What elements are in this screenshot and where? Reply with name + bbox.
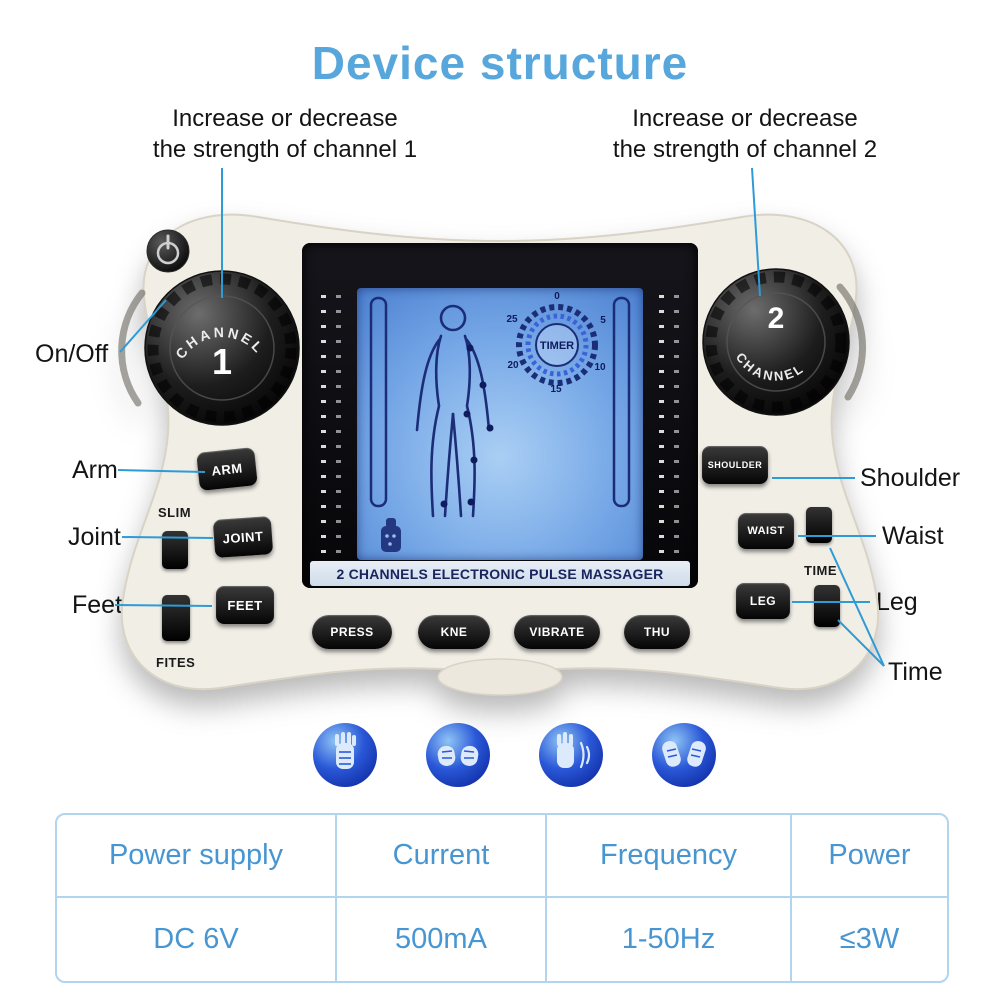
- waist-button[interactable]: WAIST: [738, 513, 794, 549]
- timer-dial: TIMER 0 5 10 15 20 25: [506, 291, 606, 395]
- fites-button[interactable]: [162, 595, 190, 641]
- massager-icon: [381, 518, 401, 552]
- screen-panel: TIMER 0 5 10 15 20 25: [302, 243, 698, 588]
- channel1-knob[interactable]: CHANNEL 1: [142, 268, 302, 428]
- label-waist: Waist: [882, 522, 944, 550]
- slim-label: SLIM: [158, 505, 192, 520]
- fist-massage-icon: [426, 723, 490, 787]
- spec-header-current: Current: [337, 815, 547, 898]
- annotation-channel2: Increase or decrease the strength of cha…: [590, 103, 900, 165]
- svg-text:15: 15: [550, 384, 562, 395]
- joint-button[interactable]: JOINT: [212, 516, 274, 558]
- svg-text:0: 0: [554, 291, 560, 302]
- left-intensity-scale: [314, 295, 348, 553]
- channel1-knob-number: 1: [212, 341, 232, 382]
- vibrate-button[interactable]: VIBRATE: [514, 615, 600, 649]
- spec-value-current: 500mA: [337, 898, 547, 981]
- time-down-button[interactable]: [814, 585, 840, 627]
- spec-value-power: ≤3W: [839, 923, 900, 955]
- label-on-off: On/Off: [35, 340, 109, 368]
- annotation-channel2-line1: Increase or decrease: [632, 105, 858, 132]
- time-up-button[interactable]: [806, 507, 832, 543]
- time-label: TIME: [804, 563, 838, 578]
- timer-label: TIMER: [540, 340, 574, 352]
- fites-label: FITES: [156, 655, 196, 670]
- feet-button[interactable]: FEET: [216, 586, 274, 624]
- knead-massage-icon: [652, 723, 716, 787]
- channel1-level-bar: [369, 296, 388, 508]
- thu-button[interactable]: THU: [624, 615, 690, 649]
- annotation-channel1-line2: the strength of channel 1: [152, 136, 418, 164]
- shoulder-button[interactable]: SHOULDER: [702, 446, 768, 484]
- leg-button[interactable]: LEG: [736, 583, 790, 619]
- svg-text:20: 20: [507, 360, 519, 371]
- label-time: Time: [888, 658, 943, 686]
- page-title: Device structure: [311, 37, 689, 89]
- palm-massage-icon: [313, 723, 377, 787]
- knob2-side-arc: [836, 283, 867, 401]
- screen-caption: 2 CHANNELS ELECTRONIC PULSE MASSAGER: [310, 561, 690, 586]
- kne-button[interactable]: KNE: [418, 615, 490, 649]
- label-joint: Joint: [68, 523, 121, 551]
- lcd-display: TIMER 0 5 10 15 20 25: [357, 288, 643, 560]
- annotation-channel2-line2: the strength of channel 2: [612, 136, 878, 164]
- press-button[interactable]: PRESS: [312, 615, 392, 649]
- vibrate-massage-icon: [539, 723, 603, 787]
- spec-value-frequency: 1-50Hz: [547, 898, 792, 981]
- svg-text:5: 5: [600, 315, 606, 326]
- label-arm: Arm: [72, 456, 118, 484]
- timer-tick-labels: 0 5 10 15 20 25: [506, 291, 606, 395]
- spec-header-power: Power: [792, 815, 947, 898]
- label-feet: Feet: [72, 591, 123, 619]
- power-button[interactable]: [146, 229, 190, 273]
- spec-table: Power supply Current Frequency Power DC …: [55, 813, 949, 983]
- slim-button[interactable]: [162, 531, 188, 569]
- svg-text:25: 25: [506, 314, 518, 325]
- body-figure-icon: [415, 304, 491, 518]
- device-bottom-tab: [437, 658, 563, 696]
- annotation-channel1-line1: Increase or decrease: [172, 105, 398, 132]
- massager-device: CHANNEL 1 2 CHANNEL: [80, 185, 920, 730]
- power-icon: [156, 234, 180, 265]
- channel2-level-bar: [612, 296, 631, 508]
- right-intensity-scale: [652, 295, 686, 553]
- arm-button[interactable]: ARM: [196, 447, 258, 491]
- channel2-knob-number: 2: [768, 302, 785, 335]
- body-point-dots: [440, 344, 494, 508]
- mode-icon-row: [311, 721, 718, 789]
- channel2-knob[interactable]: 2 CHANNEL: [700, 266, 852, 418]
- spec-header-frequency: Frequency: [547, 815, 792, 898]
- label-shoulder: Shoulder: [860, 464, 961, 492]
- spec-value-power-supply: DC 6V: [57, 898, 337, 981]
- knob1-side-arc: [118, 289, 146, 407]
- spec-header-power-supply: Power supply: [57, 815, 337, 898]
- svg-text:10: 10: [594, 362, 606, 373]
- annotation-channel1: Increase or decrease the strength of cha…: [130, 103, 440, 165]
